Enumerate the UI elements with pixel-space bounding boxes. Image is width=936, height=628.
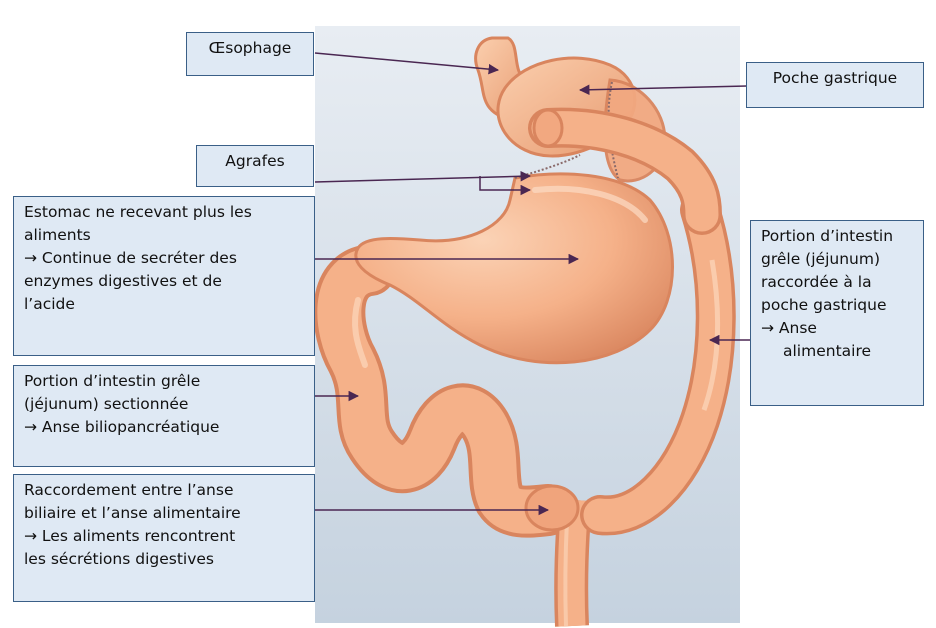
callout-line: → Les aliments rencontrent bbox=[24, 525, 304, 548]
callout-line: poche gastrique bbox=[761, 294, 913, 317]
callout-line: les sécrétions digestives bbox=[24, 548, 304, 571]
callout-poche-gastrique: Poche gastrique bbox=[746, 62, 924, 108]
callout-line: → Anse biliopancréatique bbox=[24, 416, 304, 439]
callout-line: (jéjunum) sectionnée bbox=[24, 393, 304, 416]
callout-line: Poche gastrique bbox=[757, 67, 913, 90]
callout-line: grêle (jéjunum) bbox=[761, 248, 913, 271]
callout-line: Agrafes bbox=[207, 150, 303, 173]
callout-line: Estomac ne recevant plus les bbox=[24, 201, 304, 224]
callout-portion-sectionnee: Portion d’intestin grêle(jéjunum) sectio… bbox=[13, 365, 315, 467]
callout-oesophage: Œsophage bbox=[186, 32, 314, 76]
callout-line: alimentaire bbox=[761, 340, 913, 363]
callout-line: enzymes digestives et de bbox=[24, 270, 304, 293]
callout-line: Portion d’intestin grêle bbox=[24, 370, 304, 393]
callout-line: → Continue de secréter des bbox=[24, 247, 304, 270]
callout-agrafes: Agrafes bbox=[196, 145, 314, 187]
callout-line: Œsophage bbox=[197, 37, 303, 60]
callout-line: → Anse bbox=[761, 317, 913, 340]
junction-knob bbox=[526, 486, 578, 530]
callout-line: l’acide bbox=[24, 293, 304, 316]
callout-line: Raccordement entre l’anse bbox=[24, 479, 304, 502]
callout-line: raccordée à la bbox=[761, 271, 913, 294]
callout-line: biliaire et l’anse alimentaire bbox=[24, 502, 304, 525]
callout-line: Portion d’intestin bbox=[761, 225, 913, 248]
callout-line: aliments bbox=[24, 224, 304, 247]
